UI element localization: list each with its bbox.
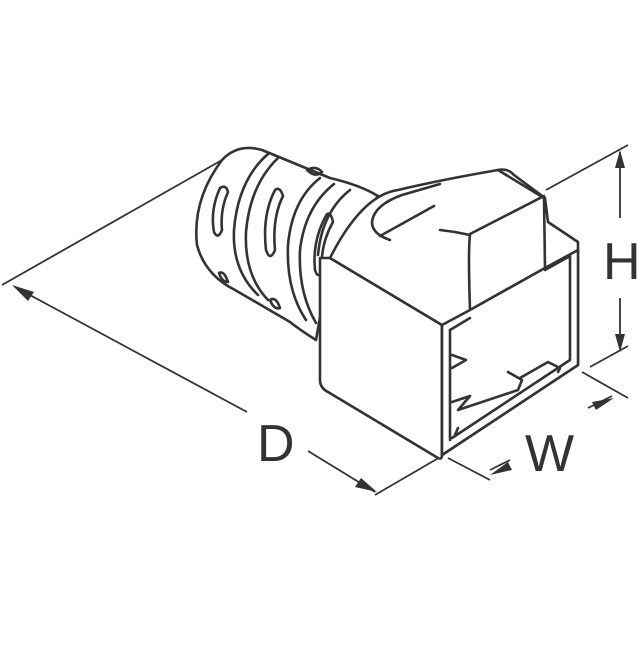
height-dimension [545, 144, 629, 368]
width-dimension [447, 371, 629, 481]
boot-housing [318, 168, 580, 460]
width-label: W [525, 425, 575, 483]
bellows-section [195, 146, 380, 342]
depth-dimension [1, 159, 443, 496]
depth-label: D [257, 415, 295, 473]
height-label: H [603, 233, 640, 291]
